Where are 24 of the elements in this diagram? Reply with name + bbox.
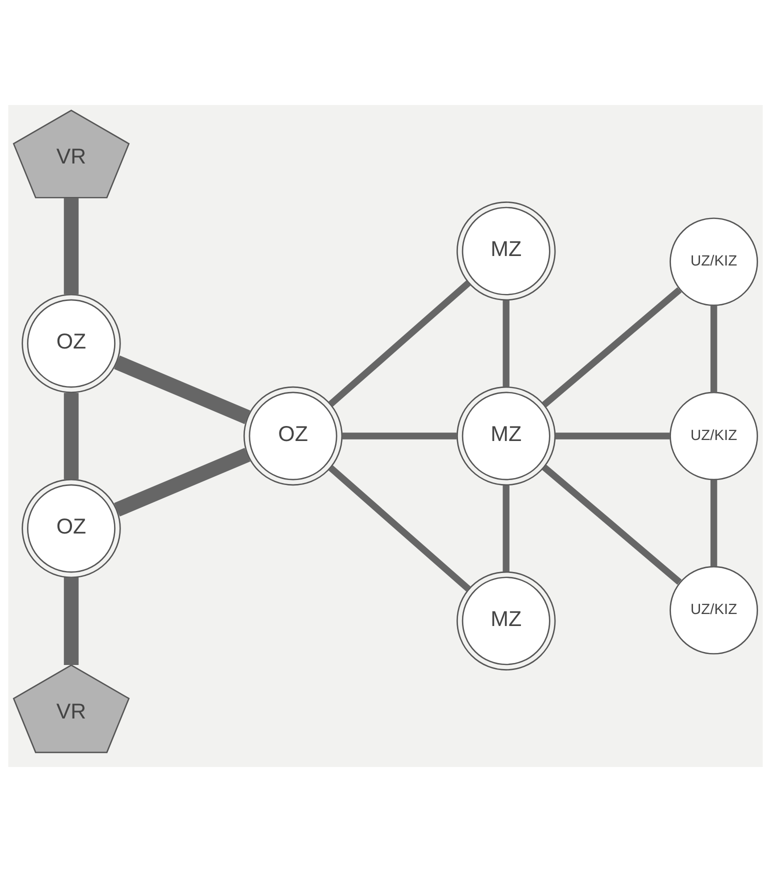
connector bbox=[328, 280, 471, 407]
connector bbox=[64, 578, 79, 665]
node-circle: OZ bbox=[243, 386, 343, 486]
node-circle: UZ/KIZ bbox=[670, 392, 758, 480]
connector bbox=[328, 465, 471, 592]
node-circle: UZ/KIZ bbox=[670, 218, 758, 306]
node-circle: OZ bbox=[22, 294, 121, 394]
connector bbox=[542, 287, 682, 408]
connector bbox=[542, 464, 682, 585]
connector bbox=[502, 485, 510, 572]
node-circle: MZ bbox=[456, 386, 556, 486]
connector bbox=[342, 432, 457, 440]
connector bbox=[64, 198, 79, 294]
connector bbox=[556, 432, 670, 440]
connector bbox=[64, 392, 79, 480]
node-circle: UZ/KIZ bbox=[670, 566, 758, 654]
node-circle: MZ bbox=[456, 571, 556, 671]
connector bbox=[502, 300, 510, 387]
node-circle: MZ bbox=[456, 201, 556, 301]
connector bbox=[710, 306, 718, 392]
node-circle: OZ bbox=[22, 478, 121, 578]
connector bbox=[710, 480, 718, 567]
connector bbox=[114, 448, 250, 517]
connector bbox=[114, 355, 250, 424]
